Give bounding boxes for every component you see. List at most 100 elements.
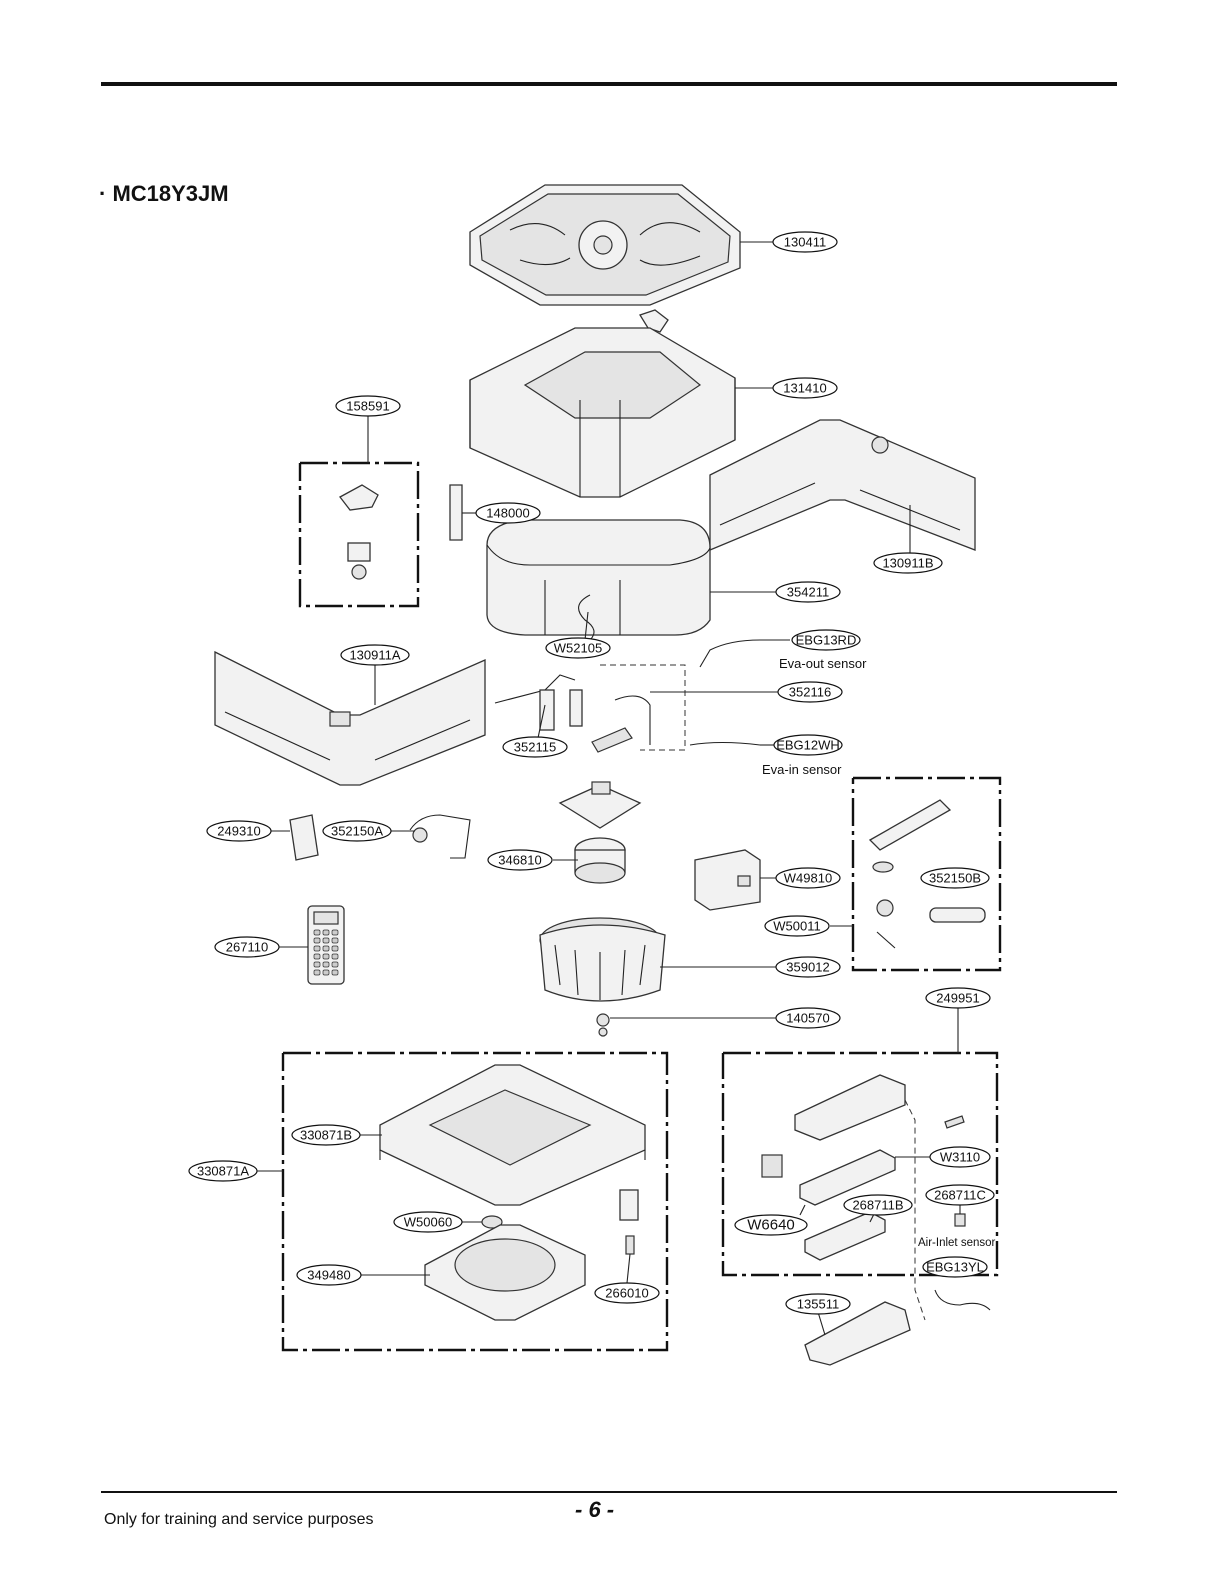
turbo-fan-drawing: [539, 917, 666, 1037]
pcb-assembly-drawing: [721, 1051, 999, 1321]
part-label-bubble: [340, 644, 410, 666]
casing-drawing: [469, 327, 736, 498]
remote-key: [322, 961, 330, 968]
part-label-352150B: 352150B: [920, 867, 990, 889]
remote-key: [313, 961, 321, 968]
remote-key: [322, 945, 330, 952]
part-label-148000: 148000: [475, 502, 541, 524]
part-label-EBG13YL: EBG13YL: [922, 1256, 988, 1278]
part-label-bubble: [775, 1007, 841, 1029]
kit-158591-drawing: [298, 461, 420, 608]
part-label-text: 359012: [786, 960, 829, 975]
part-label-bubble: [873, 552, 943, 574]
part-label-text: 266010: [605, 1286, 648, 1301]
part-number-labels: 130411131410158591148000130911B354211W52…: [188, 231, 995, 1315]
part-label-bubble: [188, 1160, 258, 1182]
part-label-text: 130911A: [349, 648, 400, 663]
part-label-131410: 131410: [772, 377, 838, 399]
part-label-bubble: [772, 231, 838, 253]
part-label-text: 268711B: [852, 1198, 903, 1213]
part-label-text: 140570: [786, 1011, 829, 1026]
part-label-bubble: [785, 1293, 851, 1315]
remote-key: [313, 945, 321, 952]
remote-key: [313, 969, 321, 976]
top-rule: [101, 82, 1117, 86]
part-label-bubble: [764, 915, 830, 937]
part-label-bubble: [502, 736, 568, 758]
part-label-text: 330871B: [300, 1128, 352, 1143]
part-label-text: EBG13RD: [796, 633, 857, 648]
part-label-text: EBG13YL: [926, 1260, 984, 1275]
remote-key: [331, 969, 339, 976]
part-label-bubble: [925, 987, 991, 1009]
part-label-bubble: [322, 820, 392, 842]
model-title: · MC18Y3JM: [99, 181, 229, 206]
part-label-text: 352116: [789, 685, 831, 700]
grille-assembly-drawing: [281, 1051, 669, 1352]
part-label-text: W50060: [404, 1215, 452, 1230]
part-label-text: 352150B: [929, 871, 981, 886]
top-cover-drawing: [469, 184, 741, 333]
fan-motor-drawing: [558, 781, 642, 884]
part-label-354211: 354211: [775, 581, 841, 603]
part-label-text: EBG12WH: [776, 738, 840, 753]
part-label-text: 346810: [498, 853, 541, 868]
part-label-359012: 359012: [775, 956, 841, 978]
part-label-352115: 352115: [502, 736, 568, 758]
part-label-349480: 349480: [296, 1264, 362, 1286]
part-label-158591: 158591: [335, 395, 401, 417]
part-label-text: 330871A: [197, 1164, 249, 1179]
remote-key: [331, 953, 339, 960]
caption-air-inlet: Air-Inlet sensor: [918, 1237, 996, 1249]
part-label-bubble: [594, 1282, 660, 1304]
remote-drawing: [307, 905, 345, 985]
part-label-bubble: [791, 629, 861, 651]
part-label-bubble: [775, 867, 841, 889]
remote-key: [313, 937, 321, 944]
part-label-text: 130911B: [882, 556, 933, 571]
part-label-268711B: 268711B: [843, 1194, 913, 1216]
part-label-267110: 267110: [214, 936, 280, 958]
part-label-text: W3110: [940, 1150, 980, 1165]
caption-eva-in: Eva-in sensor: [762, 762, 842, 777]
part-label-bubble: [775, 956, 841, 978]
part-label-EBG13RD: EBG13RD: [791, 629, 861, 651]
part-label-W50011: W50011: [764, 915, 830, 937]
part-label-bubble: [920, 867, 990, 889]
remote-key: [313, 929, 321, 936]
remote-key: [331, 937, 339, 944]
part-label-266010: 266010: [594, 1282, 660, 1304]
part-label-352116: 352116: [777, 681, 843, 703]
control-box-drawing: [694, 849, 761, 911]
part-label-330871B: 330871B: [291, 1124, 361, 1146]
side-panel-b-drawing: [709, 419, 976, 551]
part-label-bubble: [929, 1146, 991, 1168]
part-label-text: 249310: [217, 824, 260, 839]
part-label-text: 267110: [226, 940, 268, 955]
part-label-bubble: [772, 377, 838, 399]
part-label-W52105: W52105: [545, 637, 611, 659]
part-label-bubble: [734, 1214, 808, 1236]
part-label-EBG12WH: EBG12WH: [773, 734, 843, 756]
part-label-bubble: [214, 936, 280, 958]
part-label-130911A: 130911A: [340, 644, 410, 666]
remote-key: [331, 945, 339, 952]
remote-key: [322, 953, 330, 960]
side-panel-a-drawing: [214, 650, 486, 786]
part-label-bubble: [296, 1264, 362, 1286]
part-label-bubble: [206, 820, 272, 842]
part-label-text: 148000: [486, 506, 529, 521]
bracket-249310-drawing: [289, 814, 471, 861]
remote-key: [322, 929, 330, 936]
part-label-bubble: [545, 637, 611, 659]
part-label-352150A: 352150A: [322, 820, 392, 842]
page-number: - 6 -: [575, 1497, 615, 1522]
part-label-330871A: 330871A: [188, 1160, 258, 1182]
part-label-bubble: [925, 1184, 995, 1206]
part-label-bubble: [335, 395, 401, 417]
part-label-249951: 249951: [925, 987, 991, 1009]
part-label-346810: 346810: [487, 849, 553, 871]
part-label-249310: 249310: [206, 820, 272, 842]
part-label-text: 249951: [936, 991, 979, 1006]
